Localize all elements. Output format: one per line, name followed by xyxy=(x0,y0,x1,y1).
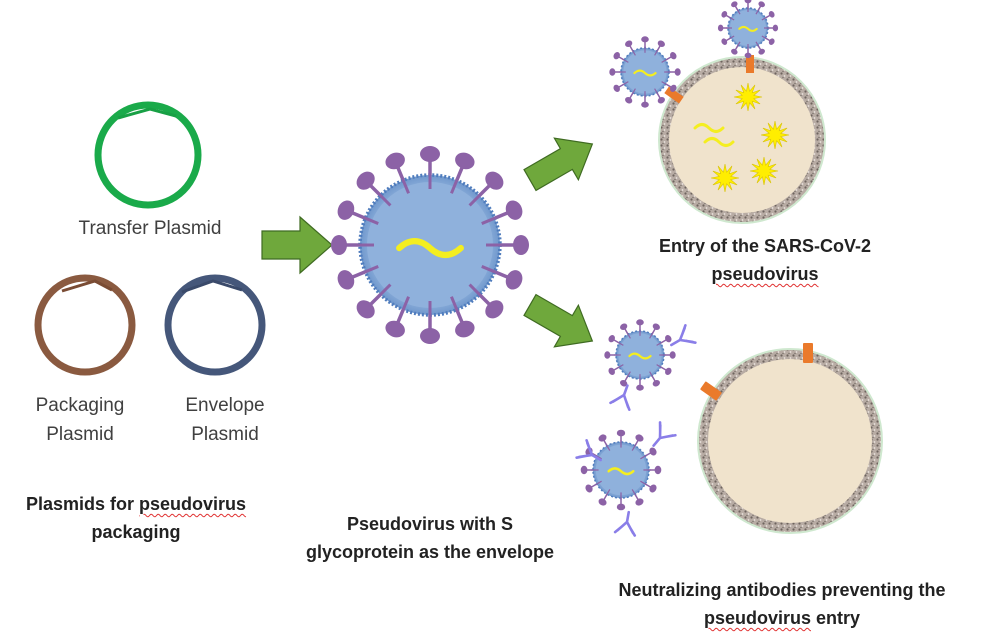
pseudovirus-small-neutralized-1 xyxy=(604,319,676,391)
pseudovirus-caption-line2: glycoprotein as the envelope xyxy=(305,542,555,562)
pseudovirus-small-entering xyxy=(717,0,779,59)
host-cell-entry xyxy=(658,55,826,224)
plasmids-caption-term: pseudovirus xyxy=(139,494,247,514)
packaging-label-line1: Packaging xyxy=(35,395,125,416)
packaging-label-line2: Plasmid xyxy=(46,424,114,445)
antibody-2 xyxy=(670,324,697,347)
antibody-1 xyxy=(609,384,631,411)
plasmids-caption-line1: Plasmids for pseudovirus xyxy=(0,490,272,518)
neutralization-caption-term: pseudovirus xyxy=(703,608,811,628)
envelope-plasmid-icon xyxy=(164,274,266,376)
signal-star-4 xyxy=(749,156,779,186)
pseudovirus-small-binding xyxy=(609,36,681,108)
pseudovirus-large xyxy=(331,146,529,344)
envelope-label-line2: Plasmid xyxy=(191,424,259,445)
neutralization-caption-text: entry xyxy=(811,608,861,628)
plasmids-caption-line2: packaging xyxy=(91,522,181,542)
envelope-label-line1: Envelope xyxy=(185,395,265,416)
pseudovirus-caption-line1: Pseudovirus with S xyxy=(346,514,514,534)
signal-star-1 xyxy=(733,82,763,112)
signal-star-3 xyxy=(710,163,740,193)
pseudovirus-caption: Pseudovirus with S glycoprotein as the e… xyxy=(280,510,580,566)
transfer-plasmid-icon xyxy=(94,101,202,209)
plasmids-caption: Plasmids for pseudovirus packaging xyxy=(0,490,272,546)
pseudovirus-large-icon xyxy=(331,146,529,344)
host-cell-blocked xyxy=(697,343,883,534)
arrow-to-entry xyxy=(523,137,594,192)
arrow-to-pseudovirus xyxy=(261,215,333,275)
antibody-5 xyxy=(652,421,677,447)
entry-caption: Entry of the SARS-CoV-2 pseudovirus xyxy=(620,232,910,288)
packaging-plasmid-label: Packaging Plasmid xyxy=(15,391,145,449)
antibody-3 xyxy=(575,439,602,462)
neutralization-caption: Neutralizing antibodies preventing the p… xyxy=(578,576,986,632)
packaging-plasmid-icon xyxy=(34,274,136,376)
plasmids-caption-text: Plasmids for xyxy=(25,494,139,514)
pseudovirus-small-neutralized-2 xyxy=(580,429,662,511)
arrow-to-neutralization xyxy=(523,293,594,348)
transfer-plasmid-label: Transfer Plasmid xyxy=(78,218,222,239)
neutralization-caption-line2: pseudovirus entry xyxy=(578,604,986,632)
envelope-plasmid-label: Envelope Plasmid xyxy=(155,391,295,449)
neutralization-caption-line1: Neutralizing antibodies preventing the xyxy=(618,580,946,600)
signal-star-2 xyxy=(760,120,790,150)
entry-caption-line1: Entry of the SARS-CoV-2 xyxy=(658,236,872,256)
antibody-4 xyxy=(613,510,637,537)
entry-caption-line2: pseudovirus xyxy=(711,264,819,284)
